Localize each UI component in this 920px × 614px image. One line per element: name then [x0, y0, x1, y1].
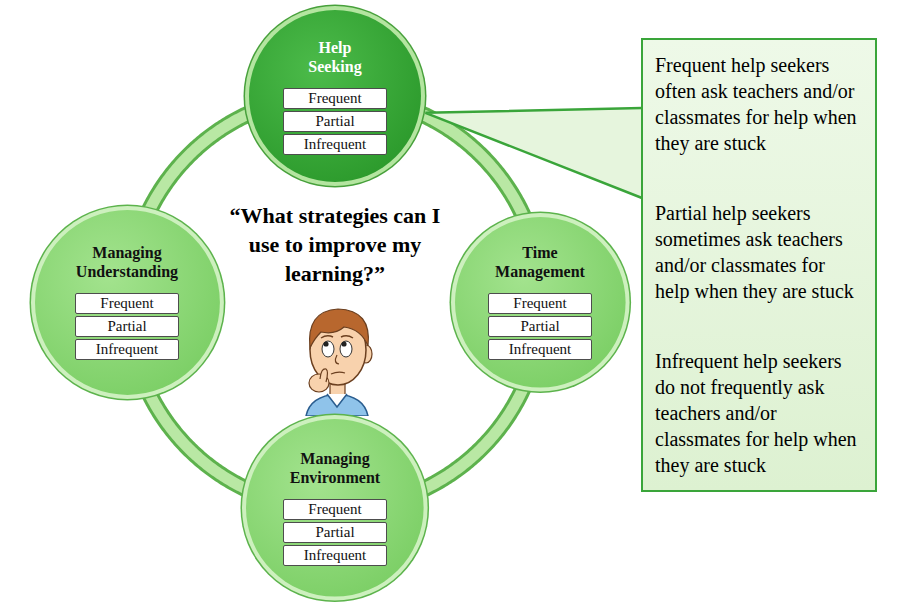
callout-pointer: [425, 108, 642, 198]
nose: [335, 355, 339, 364]
level-stack: FrequentPartialInfrequent: [283, 88, 387, 155]
central-question: “What strategies can I use to improve my…: [228, 201, 442, 288]
pupil: [323, 341, 328, 346]
level-box: Frequent: [283, 88, 387, 109]
eye: [340, 341, 352, 357]
level-label: Partial: [290, 523, 380, 542]
level-label: Infrequent: [82, 340, 172, 359]
level-box: Partial: [75, 316, 179, 337]
circle-rim: [451, 213, 630, 392]
level-box: Frequent: [75, 293, 179, 314]
circle-fill: [249, 10, 421, 182]
ring-segment: [148, 112, 252, 213]
level-box: Partial: [283, 522, 387, 543]
level-label: Partial: [290, 112, 380, 131]
circle-rim: [245, 6, 425, 186]
collar: [327, 394, 347, 407]
strategy-heading: Time Management: [485, 243, 595, 281]
circle-fill: [35, 210, 220, 395]
callout-box: Frequent help seekers often ask teachers…: [641, 38, 877, 492]
ring-band-edge: [420, 383, 526, 491]
level-box: Infrequent: [283, 545, 387, 566]
level-box: Partial: [488, 316, 592, 337]
strategy-heading: Managing Understanding: [62, 243, 192, 281]
ring-band: [148, 390, 250, 490]
eyebrow: [341, 336, 353, 338]
circle-outline: [241, 414, 430, 603]
strategy-circle: Managing UnderstandingFrequentPartialInf…: [29, 204, 226, 401]
strategy-circle-highlighted: Help SeekingFrequentPartialInfrequent: [243, 4, 427, 188]
level-label: Infrequent: [290, 135, 380, 154]
pointer-outline: [425, 108, 642, 198]
ring-band-edge: [148, 112, 252, 213]
callout-paragraph: Frequent help seekers often ask teachers…: [655, 52, 857, 156]
level-label: Infrequent: [290, 546, 380, 565]
thinking-person: [290, 298, 385, 416]
level-stack: FrequentPartialInfrequent: [75, 293, 179, 360]
circle-fill: [246, 419, 424, 597]
level-box: Infrequent: [488, 339, 592, 360]
level-label: Frequent: [495, 294, 585, 313]
pointer-fill: [425, 108, 642, 198]
circle-outline: [244, 5, 427, 188]
level-label: Infrequent: [495, 340, 585, 359]
strategy-circle: Managing EnvironmentFrequentPartialInfre…: [240, 413, 430, 603]
hair: [310, 309, 369, 348]
circle-rim: [242, 415, 428, 601]
finger: [320, 369, 328, 382]
level-label: Frequent: [290, 500, 380, 519]
level-box: Infrequent: [75, 339, 179, 360]
circle-outline: [449, 211, 631, 393]
shirt: [306, 394, 368, 416]
circle-outline: [29, 204, 225, 400]
circle-rim: [31, 206, 224, 399]
level-box: Partial: [283, 111, 387, 132]
strategy-heading: Help Seeking: [300, 38, 370, 76]
level-label: Partial: [82, 317, 172, 336]
mouth: [331, 372, 345, 374]
pupil: [341, 341, 346, 346]
callout-paragraph: Partial help seekers sometimes ask teach…: [655, 200, 857, 304]
ring-segment: [420, 383, 526, 491]
ring-band: [148, 112, 252, 213]
eyebrow: [321, 336, 333, 338]
ring-segment: [148, 390, 250, 490]
strategy-circle: Time ManagementFrequentPartialInfrequent: [449, 211, 632, 394]
level-box: Frequent: [488, 293, 592, 314]
ring-band: [420, 383, 526, 491]
level-label: Frequent: [290, 89, 380, 108]
level-stack: FrequentPartialInfrequent: [283, 499, 387, 566]
ring-band-edge: [148, 390, 250, 490]
level-label: Frequent: [82, 294, 172, 313]
strategy-heading: Managing Environment: [275, 449, 395, 487]
level-label: Partial: [495, 317, 585, 336]
level-box: Frequent: [283, 499, 387, 520]
level-box: Infrequent: [283, 134, 387, 155]
eye: [322, 341, 334, 357]
level-stack: FrequentPartialInfrequent: [488, 293, 592, 360]
circle-fill: [455, 217, 626, 388]
callout-paragraph: Infrequent help seekers do not frequentl…: [655, 348, 857, 478]
